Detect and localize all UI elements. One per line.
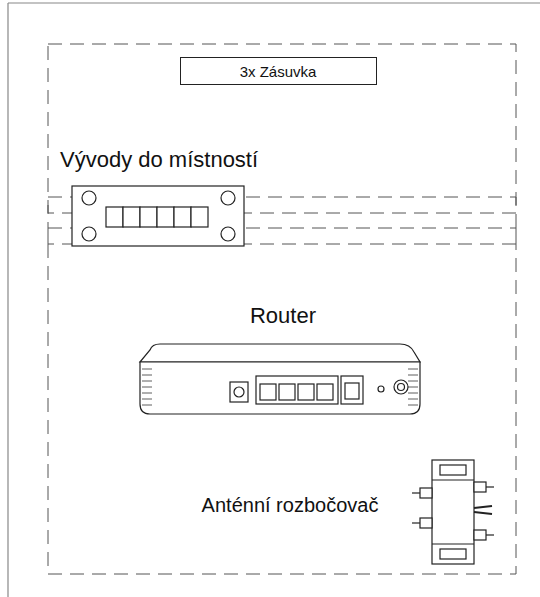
device-label: Anténní rozbočovač <box>202 494 379 517</box>
frame-line <box>8 2 540 3</box>
box-outline <box>48 44 516 574</box>
section-label: Vývody do místností <box>60 147 258 173</box>
frame-line <box>7 3 8 597</box>
router-illustration <box>140 344 420 414</box>
node-label: 3x Zásuvka <box>232 63 325 80</box>
patch-panel <box>72 186 244 246</box>
device-label: Router <box>250 303 316 329</box>
socket-box: 3x Zásuvka <box>180 57 377 85</box>
antenna-splitter <box>412 460 494 564</box>
